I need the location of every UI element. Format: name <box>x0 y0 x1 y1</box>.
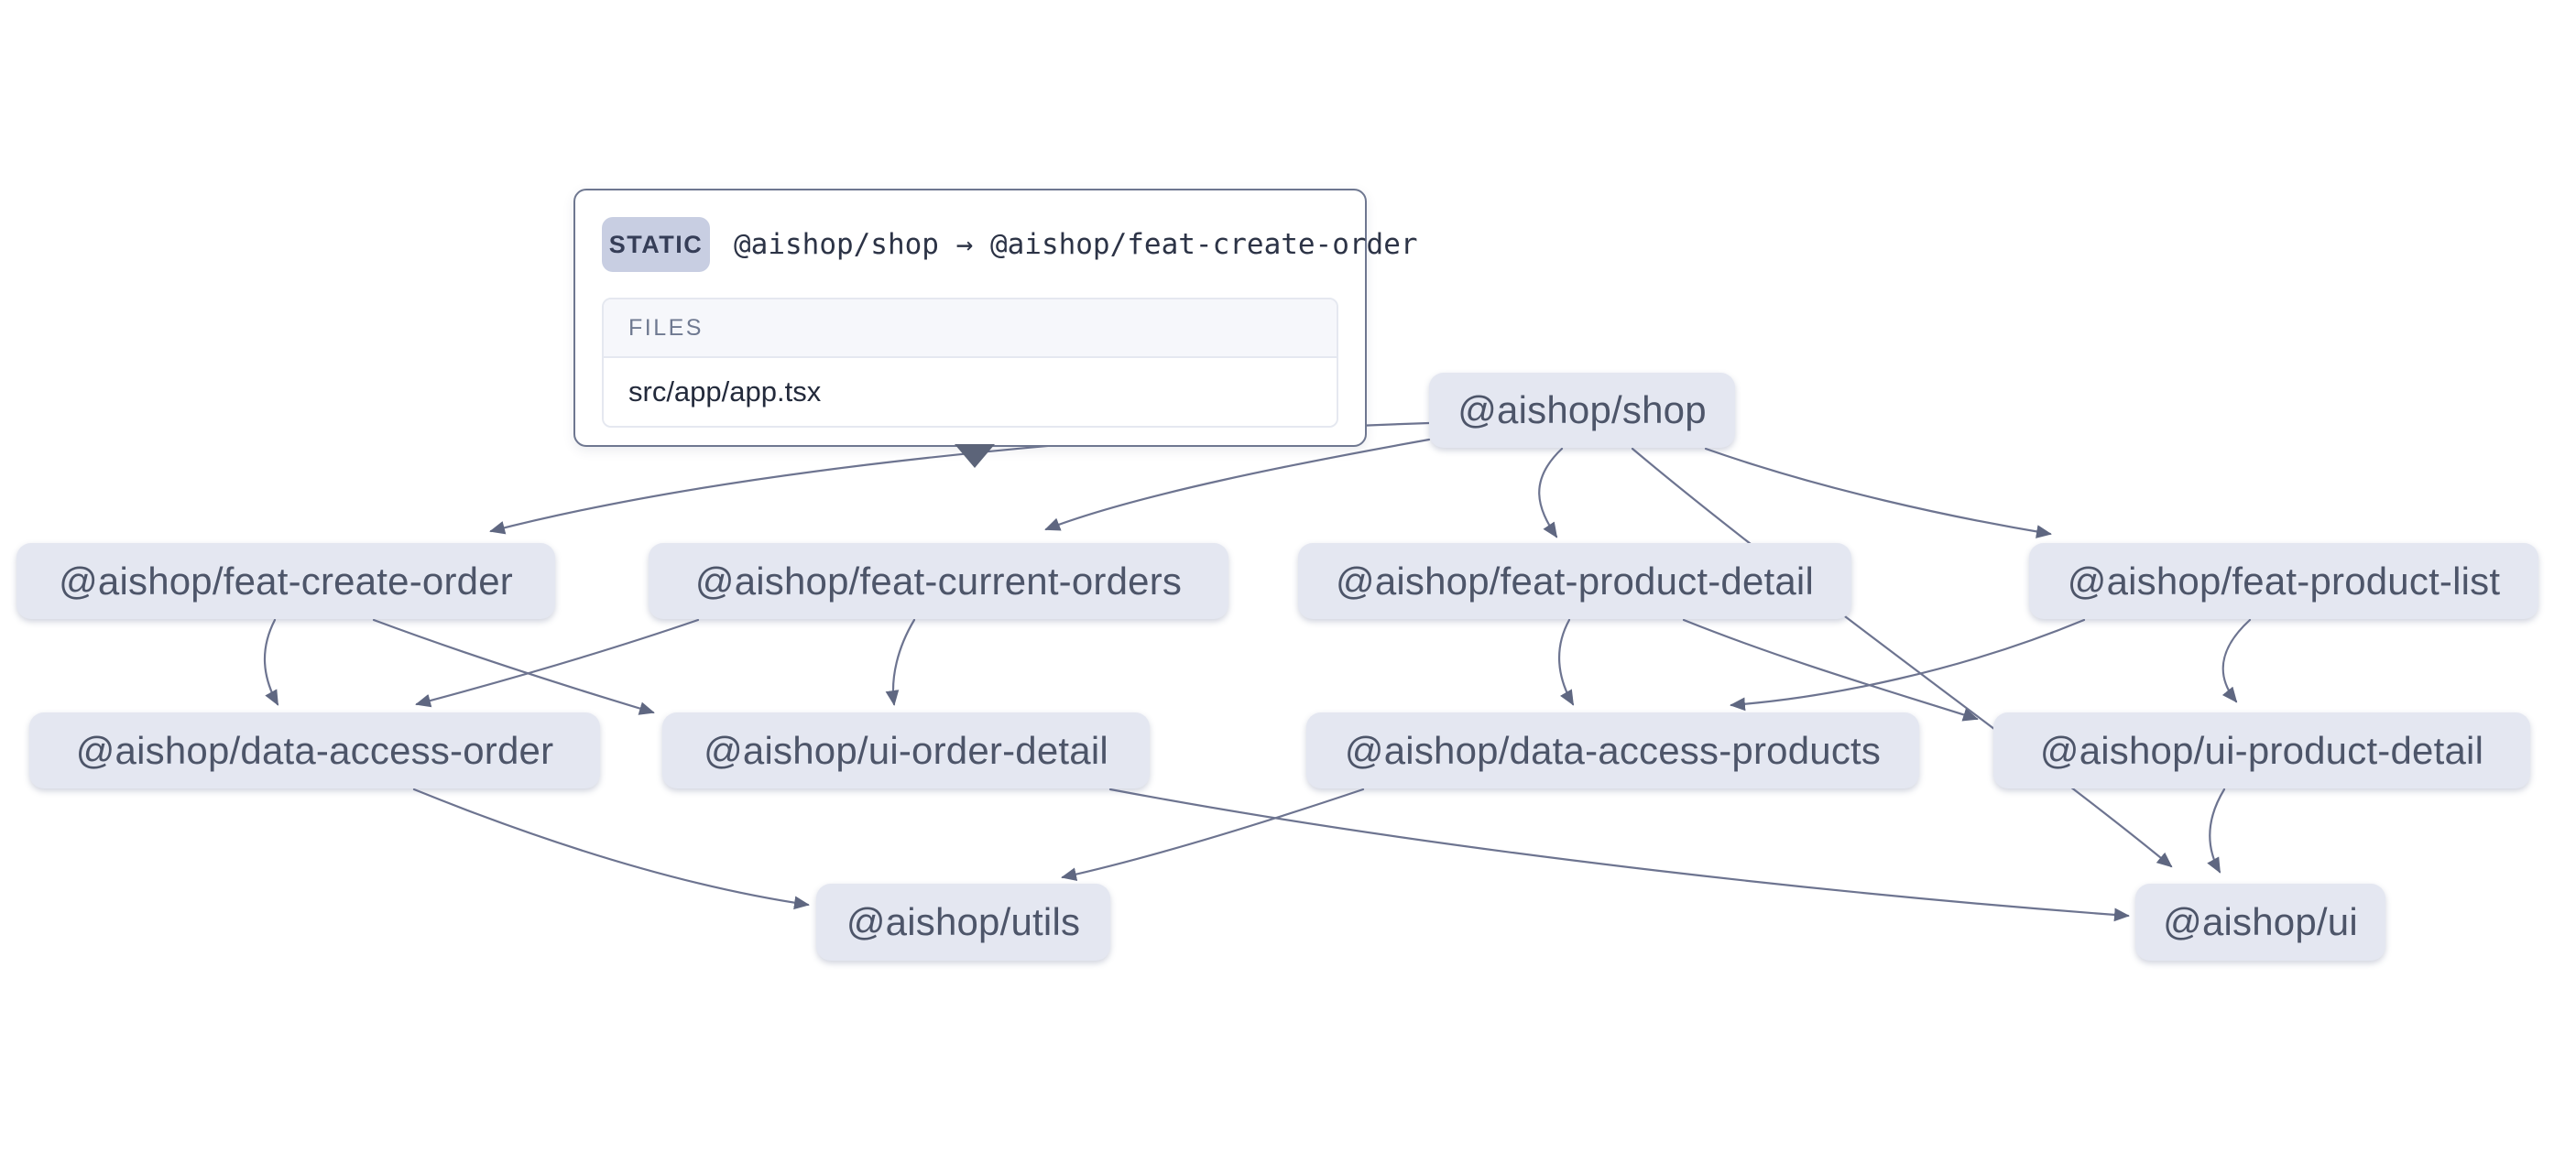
graph-node-ui[interactable]: @aishop/ui <box>2135 884 2385 961</box>
graph-node-feat-current-orders[interactable]: @aishop/feat-current-orders <box>649 543 1228 619</box>
edge-type-badge: STATIC <box>602 217 710 272</box>
edge-feat-current-orders--ui-order-detail[interactable] <box>885 618 916 706</box>
edge-data-access-order--utils[interactable] <box>412 788 810 910</box>
graph-node-feat-create-order[interactable]: @aishop/feat-create-order <box>16 543 555 619</box>
graph-node-shop[interactable]: @aishop/shop <box>1429 373 1735 448</box>
files-list: src/app/app.tsx <box>604 358 1337 426</box>
edge-shop--feat-product-detail[interactable] <box>1538 447 1564 538</box>
edge-tooltip: STATIC @aishop/shop → @aishop/feat-creat… <box>573 189 1418 468</box>
edge-ui-product-detail--ui[interactable] <box>2207 788 2226 874</box>
graph-node-data-access-order[interactable]: @aishop/data-access-order <box>29 712 600 788</box>
graph-node-data-access-products[interactable]: @aishop/data-access-products <box>1306 712 1919 788</box>
files-panel: FILES src/app/app.tsx <box>602 298 1338 428</box>
edge-data-access-products--utils[interactable] <box>1061 788 1365 881</box>
graph-node-utils[interactable]: @aishop/utils <box>816 884 1110 961</box>
edge-feat-current-orders--data-access-order[interactable] <box>415 618 700 708</box>
graph-node-ui-product-detail[interactable]: @aishop/ui-product-detail <box>1993 712 2530 788</box>
edge-feat-create-order--data-access-order[interactable] <box>263 618 279 706</box>
graph-node-feat-product-list[interactable]: @aishop/feat-product-list <box>2029 543 2538 619</box>
edge-shop--ui[interactable] <box>1631 447 2173 868</box>
edge-feat-product-list--ui-product-detail[interactable] <box>2221 618 2252 703</box>
edge-feat-product-list--data-access-products[interactable] <box>1730 618 2086 712</box>
edge-shop--feat-product-list[interactable] <box>1704 447 2052 538</box>
graph-node-ui-order-detail[interactable]: @aishop/ui-order-detail <box>662 712 1150 788</box>
files-header: FILES <box>604 299 1337 358</box>
edge-feat-product-detail--ui-product-detail[interactable] <box>1682 618 1979 722</box>
edge-ui-order-detail--ui[interactable] <box>1108 788 2130 922</box>
tooltip-pointer-icon <box>955 444 995 468</box>
file-row: src/app/app.tsx <box>604 358 1337 426</box>
graph-node-feat-product-detail[interactable]: @aishop/feat-product-detail <box>1298 543 1851 619</box>
edge-feat-create-order--ui-order-detail[interactable] <box>372 618 655 715</box>
edge-label: @aishop/shop → @aishop/feat-create-order <box>734 228 1418 261</box>
edge-shop--feat-current-orders[interactable] <box>1044 438 1431 531</box>
edge-feat-product-detail--data-access-products[interactable] <box>1557 618 1575 706</box>
tooltip-header: STATIC @aishop/shop → @aishop/feat-creat… <box>602 216 1418 273</box>
